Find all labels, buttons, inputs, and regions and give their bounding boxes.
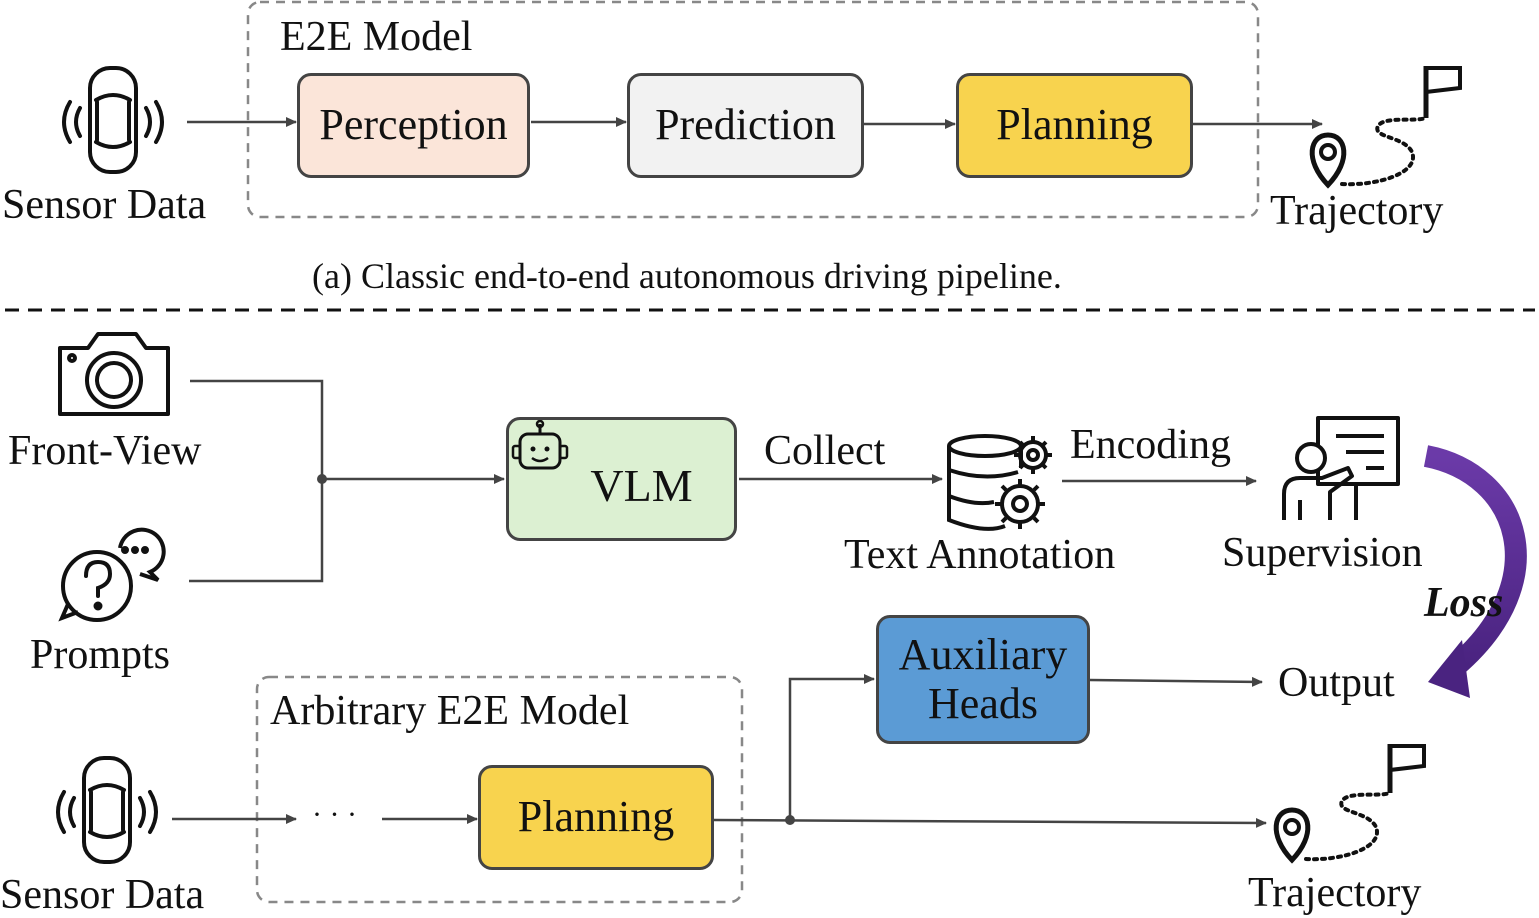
trajectory-label-b: Trajectory bbox=[1248, 870, 1422, 916]
prediction-label: Prediction bbox=[655, 100, 836, 150]
camera-icon bbox=[58, 332, 170, 416]
e2e-model-label: E2E Model bbox=[280, 14, 473, 60]
arrow-aux-to-output bbox=[1089, 676, 1263, 687]
auxiliary-heads-line2: Heads bbox=[928, 678, 1038, 728]
perception-block: Perception bbox=[297, 73, 530, 178]
planning-block-b: Planning bbox=[478, 765, 714, 870]
prompts-label: Prompts bbox=[30, 632, 171, 678]
perception-label: Perception bbox=[319, 100, 508, 150]
arbitrary-e2e-model-group bbox=[255, 675, 744, 904]
arrow-planning-to-trajectory-b bbox=[713, 817, 1267, 828]
supervision-icon bbox=[1282, 416, 1400, 520]
car-sensor-icon-a bbox=[62, 66, 164, 174]
trajectory-label-a: Trajectory bbox=[1270, 188, 1444, 234]
text-annotation-label: Text Annotation bbox=[844, 532, 1116, 578]
arrow-to-aux-heads bbox=[788, 674, 875, 820]
output-label: Output bbox=[1278, 660, 1395, 706]
loss-label: Loss bbox=[1424, 580, 1504, 626]
robot-icon bbox=[511, 420, 569, 470]
vlm-label: VLM bbox=[590, 459, 693, 511]
collect-label: Collect bbox=[764, 428, 886, 474]
loss-arrow bbox=[1423, 445, 1527, 675]
front-view-label: Front-View bbox=[8, 428, 202, 474]
prompts-icon bbox=[58, 527, 166, 622]
junction-dot-b bbox=[785, 815, 795, 825]
planning-label-a: Planning bbox=[996, 100, 1153, 150]
auxiliary-heads-line1: Auxiliary bbox=[898, 630, 1068, 680]
sensor-data-label-a: Sensor Data bbox=[2, 182, 207, 228]
encoding-label: Encoding bbox=[1070, 422, 1231, 468]
supervision-label: Supervision bbox=[1222, 530, 1423, 576]
sensor-data-label-b: Sensor Data bbox=[0, 872, 205, 918]
auxiliary-heads-block: Auxiliary Heads bbox=[876, 615, 1090, 744]
trajectory-icon-b bbox=[1273, 744, 1426, 864]
arbitrary-e2e-label: Arbitrary E2E Model bbox=[270, 688, 630, 734]
junction-dot bbox=[317, 474, 327, 484]
car-sensor-icon-b bbox=[56, 756, 158, 864]
ellipsis: · · · bbox=[312, 798, 357, 831]
planning-block-a: Planning bbox=[956, 73, 1193, 178]
connector-inputs bbox=[189, 379, 324, 583]
vlm-block: VLM bbox=[506, 417, 737, 541]
database-gear-icon bbox=[947, 434, 1052, 531]
planning-label-b: Planning bbox=[517, 792, 675, 842]
trajectory-icon-a bbox=[1309, 66, 1462, 189]
prediction-block: Prediction bbox=[627, 73, 864, 178]
loss-arrowhead bbox=[1428, 640, 1470, 698]
caption-a: (a) Classic end-to-end autonomous drivin… bbox=[312, 256, 1062, 296]
